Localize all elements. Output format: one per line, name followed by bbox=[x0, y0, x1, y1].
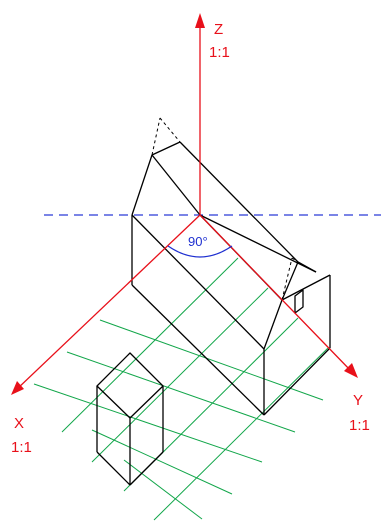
x-arrowhead bbox=[11, 381, 24, 395]
axes bbox=[11, 13, 358, 395]
y-axis-label: Y bbox=[353, 392, 363, 409]
x-axis-label: X bbox=[14, 415, 24, 432]
angle-label: 90° bbox=[188, 234, 208, 249]
y-arrowhead bbox=[344, 363, 358, 378]
x-axis bbox=[15, 214, 201, 391]
house-outline bbox=[131, 141, 331, 416]
x-axis-scale: 1:1 bbox=[11, 439, 32, 456]
small-box bbox=[96, 352, 164, 486]
hidden-lines bbox=[151, 117, 299, 301]
right-angle-arc bbox=[167, 245, 233, 258]
y-axis-scale: 1:1 bbox=[349, 417, 370, 434]
z-axis-label: Z bbox=[214, 21, 223, 38]
z-axis-scale: 1:1 bbox=[209, 44, 230, 61]
ground-grid bbox=[33, 257, 329, 521]
z-arrowhead bbox=[195, 13, 205, 28]
y-axis bbox=[199, 214, 353, 373]
